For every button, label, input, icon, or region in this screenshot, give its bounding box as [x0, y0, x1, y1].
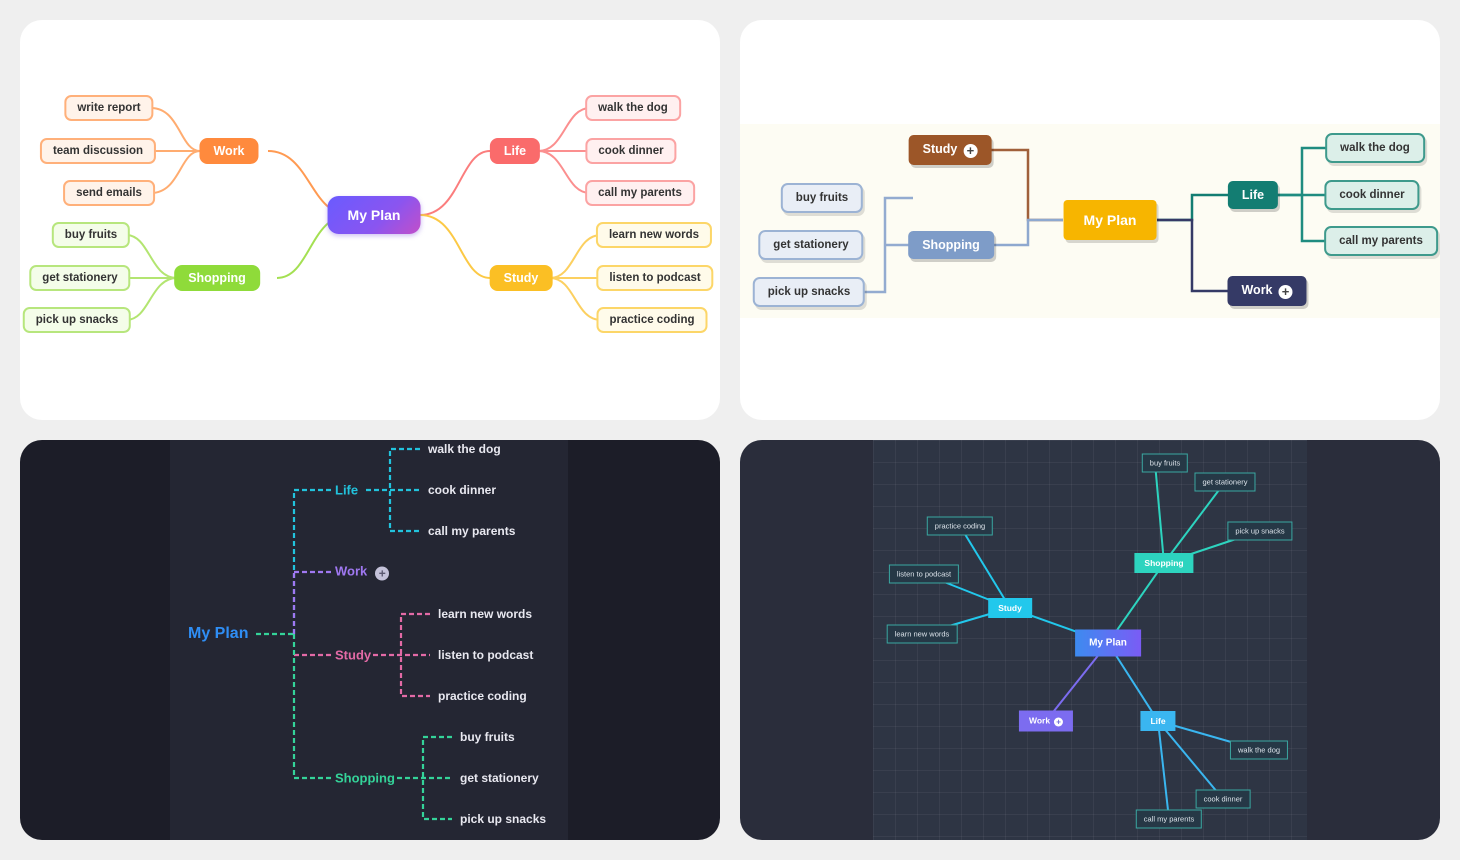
- p1-connectors: [125, 107, 602, 321]
- p4-root-node[interactable]: My Plan: [1075, 629, 1141, 657]
- p1-leaf-life-2[interactable]: cook dinner: [585, 138, 677, 164]
- p3-branch-shopping[interactable]: Shopping: [335, 770, 395, 786]
- p1-leaf-shopping-3[interactable]: pick up snacks: [22, 307, 132, 333]
- plus-circle-icon[interactable]: +: [1278, 285, 1293, 299]
- p3-connectors: [256, 447, 452, 821]
- p4-leaf-life-3[interactable]: call my parents: [1135, 809, 1203, 829]
- mindmap-panel-dark-tree: My Plan Life walk the dog cook dinner ca…: [20, 440, 720, 840]
- p4-branch-study[interactable]: Study: [988, 598, 1032, 618]
- p1-branch-life[interactable]: Life: [489, 138, 541, 164]
- p3-branch-study[interactable]: Study: [335, 647, 372, 663]
- p3-leaf-study-1[interactable]: learn new words: [438, 607, 533, 621]
- p3-branch-work[interactable]: Work +: [335, 563, 390, 581]
- p4-leaf-life-2[interactable]: cook dinner: [1195, 789, 1251, 809]
- p3-leaf-life-3[interactable]: call my parents: [428, 524, 516, 538]
- p1-leaf-study-3[interactable]: practice coding: [596, 307, 708, 333]
- p2-root-node[interactable]: My Plan: [1063, 200, 1157, 240]
- p1-leaf-study-1[interactable]: learn new words: [595, 222, 713, 248]
- p3-leaf-shopping-3[interactable]: pick up snacks: [460, 812, 547, 826]
- p1-leaf-work-2[interactable]: team discussion: [39, 138, 157, 164]
- p4-leaf-shopping-2[interactable]: get stationery: [1194, 472, 1256, 492]
- p1-leaf-shopping-2[interactable]: get stationery: [29, 265, 131, 291]
- p2-leaf-life-1[interactable]: walk the dog: [1325, 133, 1425, 163]
- p1-root-node[interactable]: My Plan: [327, 196, 421, 234]
- p2-leaf-life-2[interactable]: cook dinner: [1324, 180, 1420, 210]
- p4-leaf-study-3[interactable]: learn new words: [886, 624, 958, 644]
- p1-leaf-work-1[interactable]: write report: [64, 95, 154, 121]
- p2-leaf-shopping-1[interactable]: buy fruits: [780, 183, 864, 213]
- p2-connectors: [858, 146, 1328, 294]
- p1-leaf-study-2[interactable]: listen to podcast: [596, 265, 714, 291]
- plus-circle-icon[interactable]: +: [1054, 717, 1064, 727]
- p4-leaf-shopping-1[interactable]: buy fruits: [1141, 453, 1189, 473]
- p3-root-node[interactable]: My Plan: [188, 625, 249, 642]
- p4-branch-work-label: Work: [1028, 715, 1051, 726]
- p2-leaf-shopping-2[interactable]: get stationery: [758, 230, 864, 260]
- mindmap-panel-radial-grid: My Plan Shopping buy fruits get statione…: [740, 440, 1440, 840]
- p4-branch-life[interactable]: Life: [1140, 711, 1176, 731]
- mindmap-panel-handdrawn: My Plan Study + Shopping buy fruits get s…: [740, 20, 1440, 420]
- p1-leaf-life-3[interactable]: call my parents: [585, 180, 695, 206]
- p2-branch-life[interactable]: Life: [1227, 181, 1279, 209]
- p2-branch-study-label: Study: [922, 142, 958, 156]
- p2-branch-study[interactable]: Study +: [908, 135, 992, 165]
- p3-leaf-shopping-2[interactable]: get stationery: [460, 771, 539, 785]
- p1-leaf-life-1[interactable]: walk the dog: [585, 95, 681, 121]
- p2-branch-work-label: Work: [1241, 283, 1273, 297]
- p2-leaf-life-3[interactable]: call my parents: [1324, 226, 1438, 256]
- plus-circle-icon[interactable]: +: [375, 566, 390, 581]
- p4-branch-shopping[interactable]: Shopping: [1134, 553, 1194, 573]
- p4-branch-work[interactable]: Work+: [1018, 710, 1074, 732]
- p3-leaf-study-2[interactable]: listen to podcast: [438, 648, 534, 662]
- p4-leaf-study-1[interactable]: practice coding: [926, 516, 994, 536]
- p3-leaf-study-3[interactable]: practice coding: [438, 689, 527, 703]
- p3-leaf-life-1[interactable]: walk the dog: [428, 442, 501, 456]
- p3-branch-life[interactable]: Life: [335, 482, 359, 498]
- p1-leaf-work-3[interactable]: send emails: [63, 180, 155, 206]
- plus-circle-icon[interactable]: +: [963, 144, 978, 158]
- p3-leaf-shopping-1[interactable]: buy fruits: [460, 730, 515, 744]
- p2-leaf-shopping-3[interactable]: pick up snacks: [752, 277, 866, 307]
- p3-leaf-life-2[interactable]: cook dinner: [428, 483, 497, 497]
- p2-branch-shopping[interactable]: Shopping: [908, 231, 994, 259]
- p1-branch-work[interactable]: Work: [199, 138, 259, 164]
- p3-canvas-column: [170, 440, 568, 840]
- p2-branch-work[interactable]: Work +: [1227, 276, 1307, 306]
- p4-leaf-shopping-3[interactable]: pick up snacks: [1227, 521, 1293, 541]
- p4-leaf-life-1[interactable]: walk the dog: [1229, 740, 1289, 760]
- p3-branch-work-label: Work: [335, 563, 368, 579]
- p4-leaf-study-2[interactable]: listen to podcast: [888, 564, 960, 584]
- mindmap-panel-colorful: My Plan Work write report team discussio…: [20, 20, 720, 420]
- p1-branch-study[interactable]: Study: [489, 265, 553, 291]
- p1-branch-shopping[interactable]: Shopping: [174, 265, 260, 291]
- p1-leaf-shopping-1[interactable]: buy fruits: [51, 222, 131, 248]
